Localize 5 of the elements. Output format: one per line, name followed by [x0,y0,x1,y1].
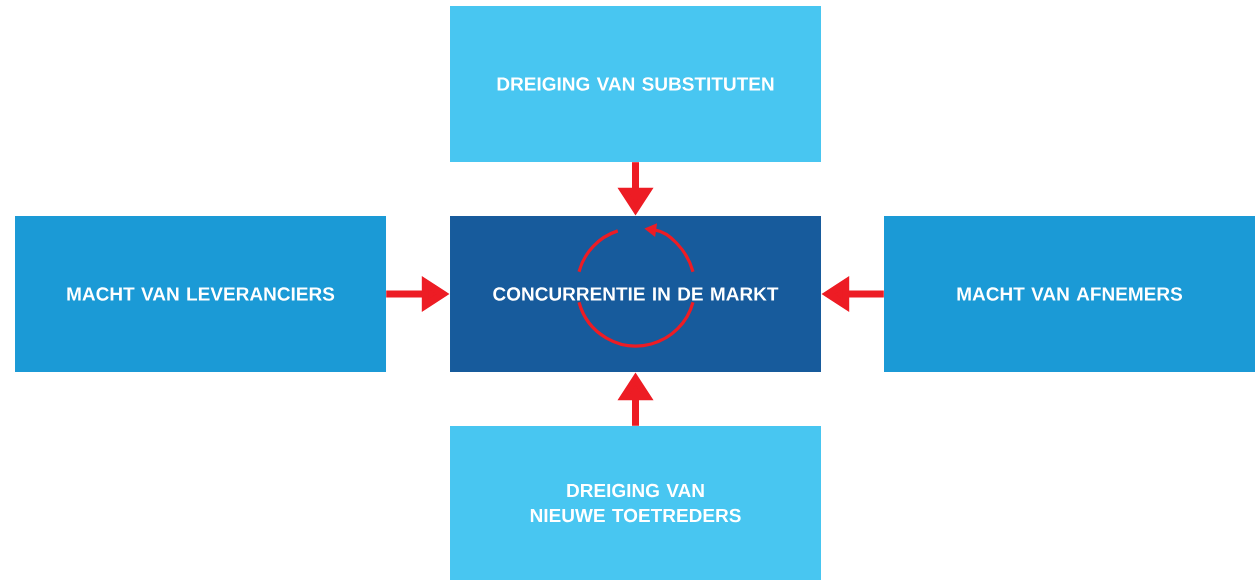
force-box: DREIGING VAN NIEUWE TOETREDERS [450,426,821,580]
force-box: DREIGING VAN SUBSTITUTEN [450,6,821,162]
center-box: CONCURRENTIE IN DE MARKT [450,216,821,372]
force-box: MACHT VAN LEVERANCIERS [15,216,386,372]
force-box: MACHT VAN AFNEMERS [884,216,1255,372]
